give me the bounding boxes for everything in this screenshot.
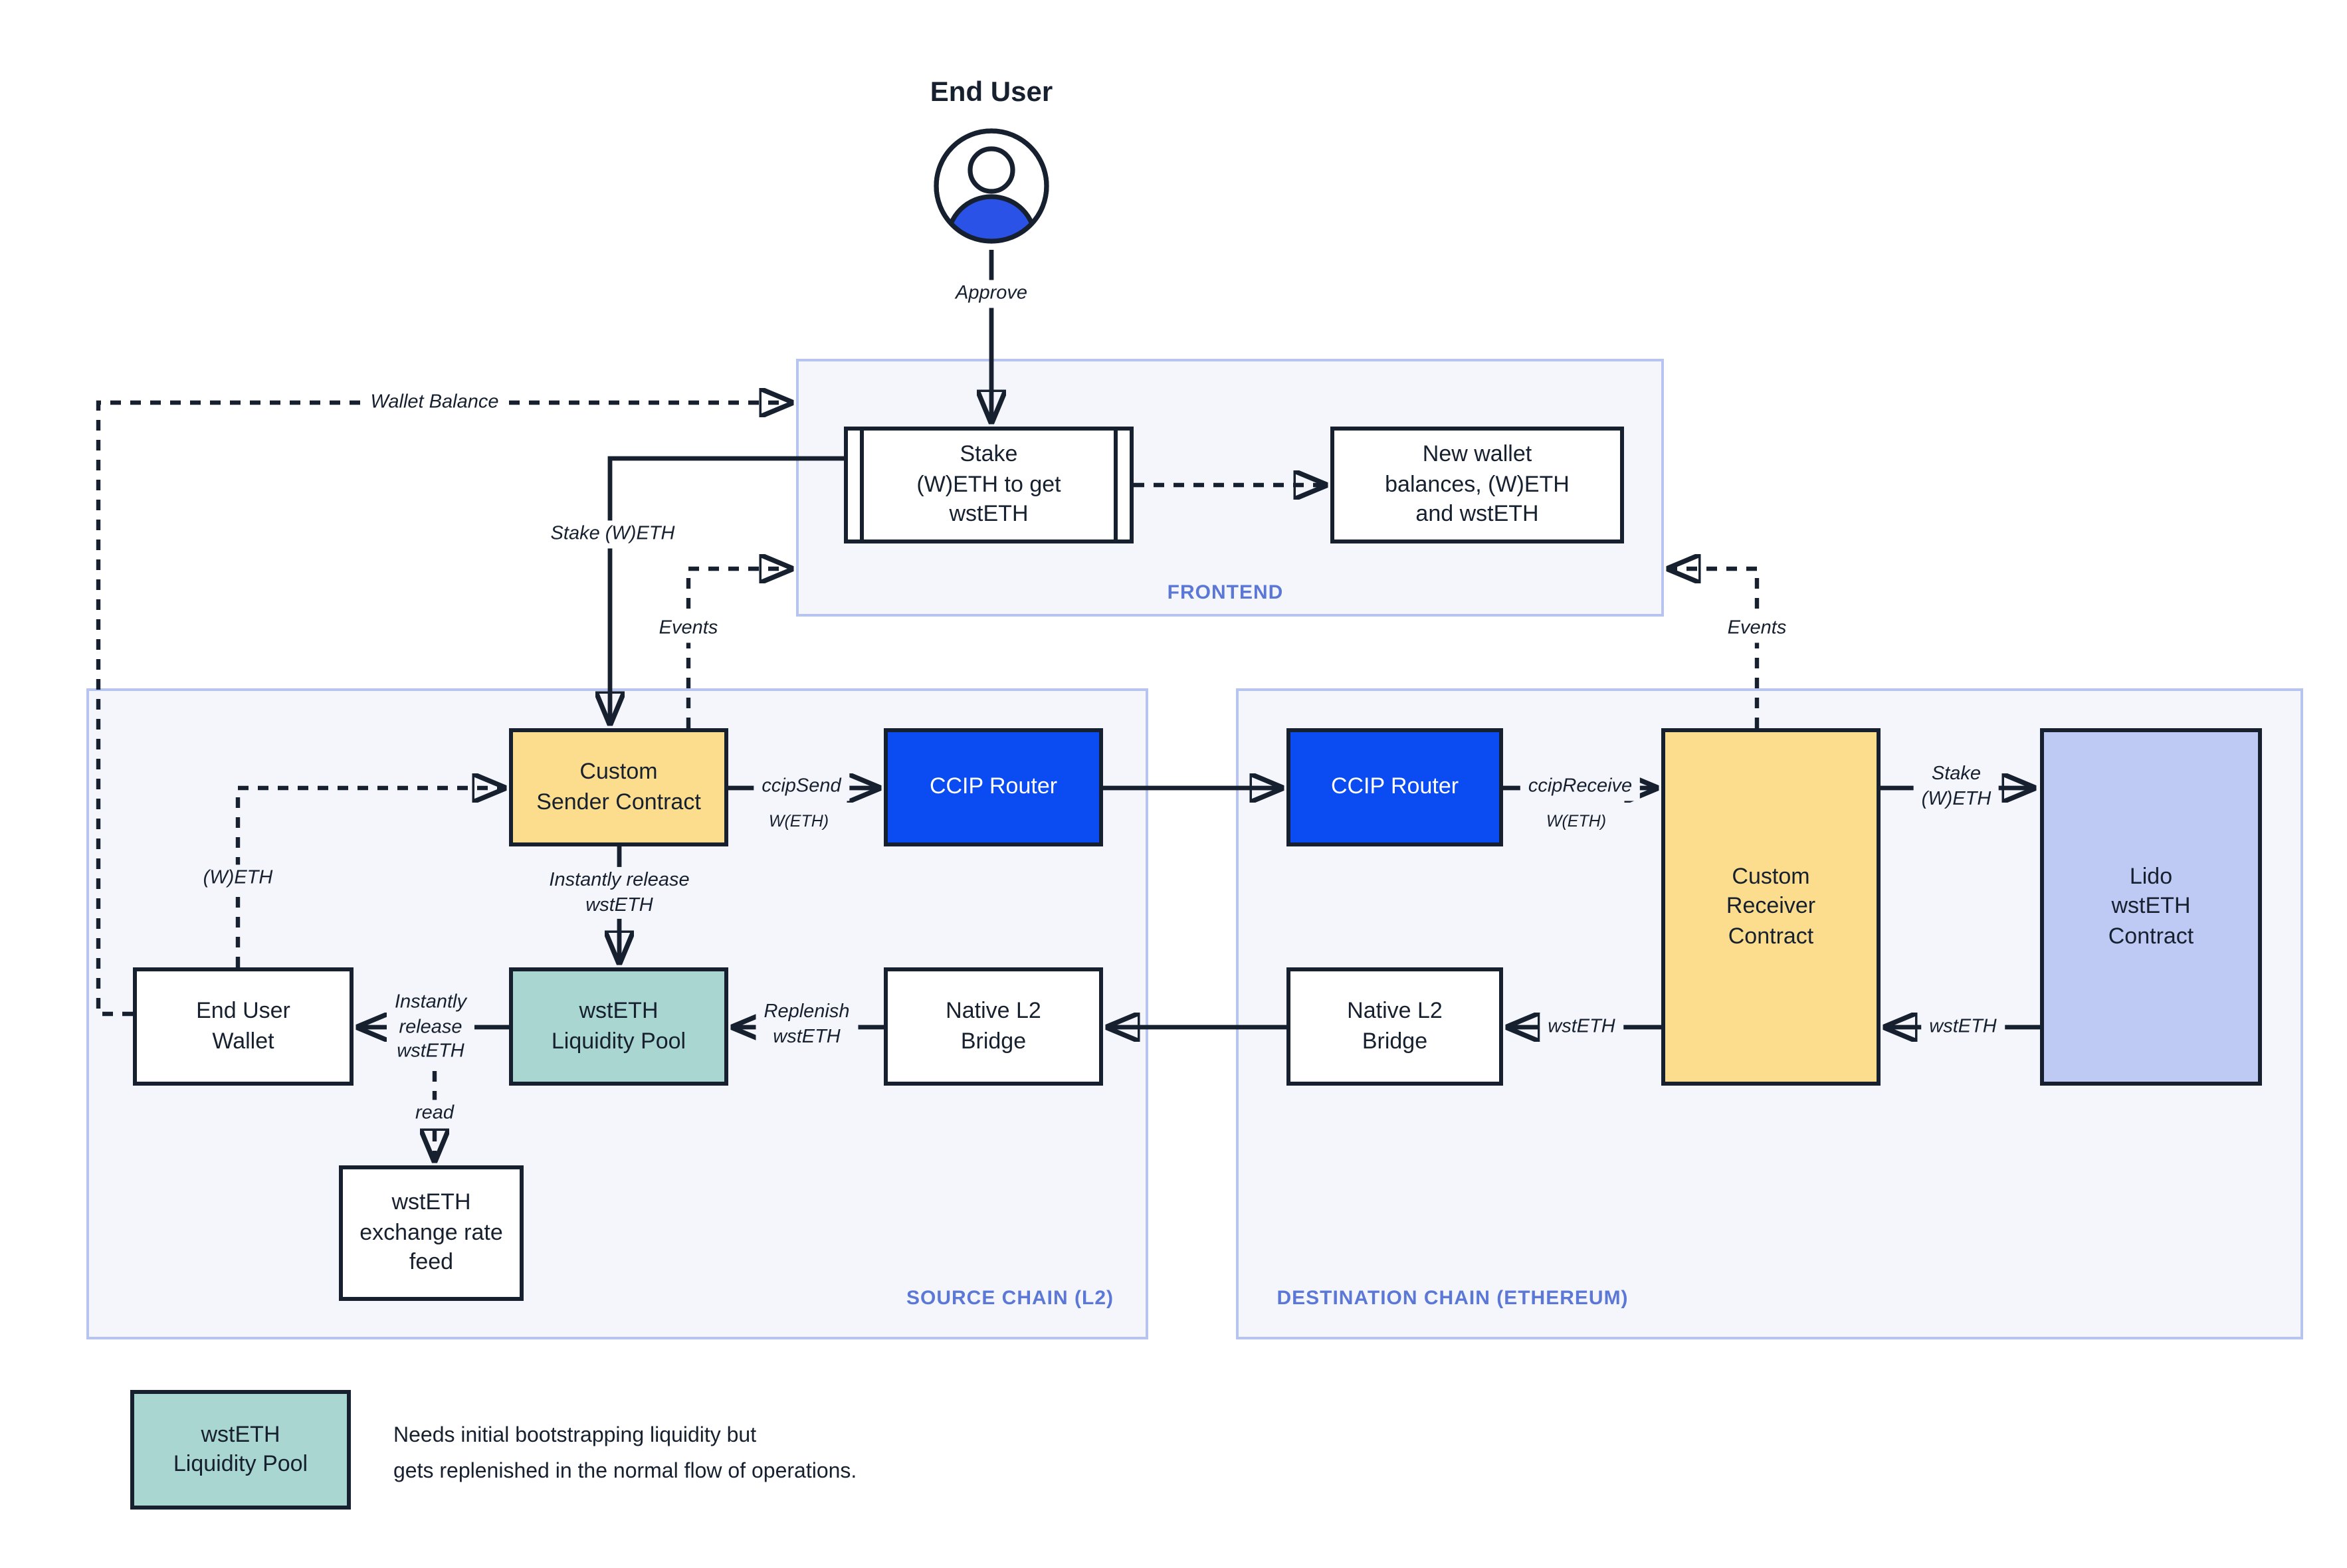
node-wsteth-exchange-rate-feed: wstETH exchange rate feed xyxy=(339,1165,524,1301)
frontend-label: FRONTEND xyxy=(1167,581,1284,604)
edge-label-stake-weth-right: Stake (W)ETH xyxy=(1913,760,1999,813)
arrow-stake-weth xyxy=(610,456,844,723)
edge-label-ccipreceive: ccipReceive xyxy=(1520,773,1641,801)
node-end-user-wallet: End User Wallet xyxy=(133,967,354,1086)
node-custom-receiver-contract: Custom Receiver Contract xyxy=(1661,728,1881,1086)
end-user-title: End User xyxy=(930,77,1053,108)
edge-label-stake-weth: Stake (W)ETH xyxy=(542,520,683,548)
node-wsteth-liquidity-pool: wstETH Liquidity Pool xyxy=(509,967,728,1086)
node-native-l2-bridge-source: Native L2 Bridge xyxy=(884,967,1103,1086)
destination-chain-label: DESTINATION CHAIN (ETHEREUM) xyxy=(1276,1287,1629,1310)
end-user-icon xyxy=(934,128,1049,244)
node-lido-wsteth-contract: Lido wstETH Contract xyxy=(2040,728,2262,1086)
edge-label-ccipsend-asset: W(ETH) xyxy=(760,809,837,833)
legend-liquidity-pool-box: wstETH Liquidity Pool xyxy=(130,1390,351,1510)
source-chain-label: SOURCE CHAIN (L2) xyxy=(906,1287,1114,1310)
edge-label-events-right: Events xyxy=(1719,615,1795,642)
arrow-events-right xyxy=(1669,569,1760,728)
edge-label-ccipsend: ccipSend xyxy=(754,773,849,801)
edge-label-approve: Approve xyxy=(947,280,1036,308)
edge-label-replenish: Replenish wstETH xyxy=(756,998,858,1051)
node-ccip-router-destination: CCIP Router xyxy=(1286,728,1503,846)
arrow-events-left xyxy=(686,569,791,728)
node-stake-weth-box: Stake (W)ETH to get wstETH xyxy=(844,427,1134,543)
arrow-wallet-balance xyxy=(96,403,791,1017)
node-native-l2-bridge-destination: Native L2 Bridge xyxy=(1286,967,1503,1086)
edge-label-wsteth-to-receiver: wstETH xyxy=(1921,1013,2005,1041)
node-custom-sender-contract: Custom Sender Contract xyxy=(509,728,728,846)
edge-label-instantly-release-horizontal: Instantly release wstETH xyxy=(387,989,474,1066)
edge-label-instantly-release-vertical: Instantly release wstETH xyxy=(541,866,698,920)
node-new-wallet-balances: New wallet balances, (W)ETH and wstETH xyxy=(1330,427,1624,543)
edge-label-read: read xyxy=(407,1100,462,1127)
edge-label-wallet-balance: Wallet Balance xyxy=(362,389,507,417)
arrow-weth xyxy=(235,788,504,967)
edge-label-weth: (W)ETH xyxy=(195,864,281,892)
edge-label-ccipreceive-asset: W(ETH) xyxy=(1538,809,1615,833)
edge-label-events-left: Events xyxy=(651,615,726,642)
legend-note: Needs initial bootstrapping liquidity bu… xyxy=(393,1424,857,1483)
node-ccip-router-source: CCIP Router xyxy=(884,728,1103,846)
edge-label-wsteth-to-bridge: wstETH xyxy=(1540,1013,1623,1041)
